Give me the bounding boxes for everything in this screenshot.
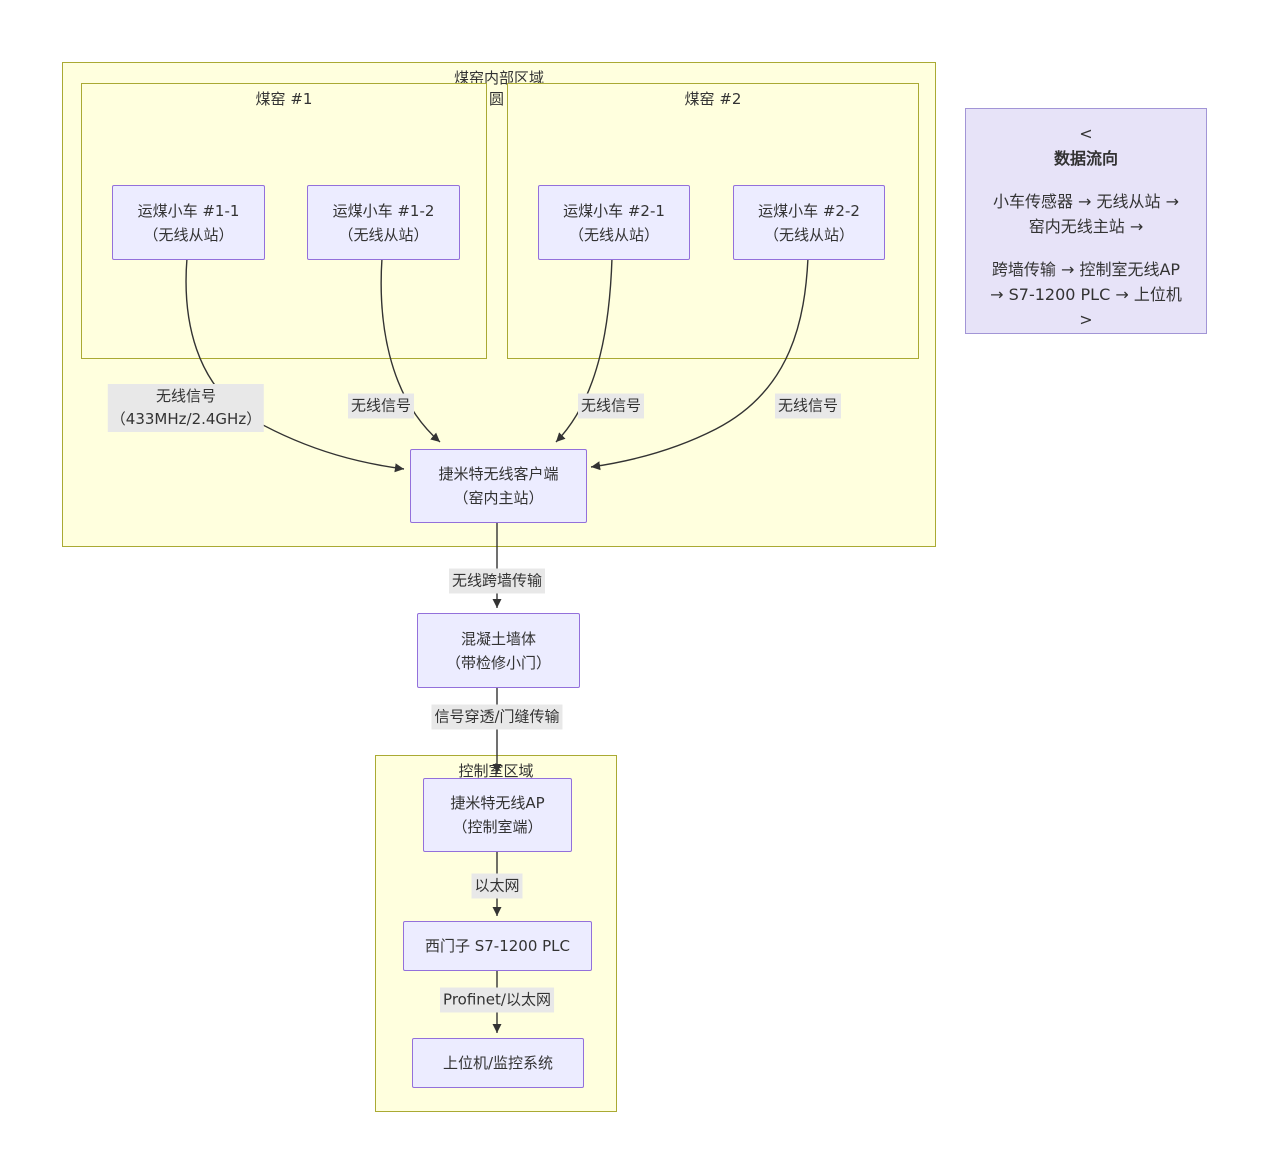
edge-cart12-to-client xyxy=(380,257,441,443)
note-line: 跨墙传输 → 控制室无线AP xyxy=(991,260,1181,279)
note-line: → S7-1200 PLC → 上位机 xyxy=(990,285,1182,304)
edge-label-wireless-433: 无线信号 （433MHz/2.4GHz） xyxy=(107,384,265,432)
edge-label-profinet: Profinet/以太网 xyxy=(440,987,554,1013)
node-s7-1200-plc: 西门子 S7-1200 PLC xyxy=(403,921,592,971)
region-kiln-interior-title: 煤窑内部区域 xyxy=(453,69,544,87)
note-close-bracket: > xyxy=(1079,310,1093,329)
edge-label-wireless-2: 无线信号 xyxy=(347,393,415,419)
region-kiln-1-title: 煤窑 #1 xyxy=(255,90,313,108)
note-line: 窑内无线主站 → xyxy=(1028,217,1144,236)
node-concrete-wall: 混凝土墙体 （带检修小门） xyxy=(417,613,580,688)
edge-label-penetration: 信号穿透/门缝传输 xyxy=(431,704,563,730)
note-open-bracket: < xyxy=(1079,124,1093,143)
edge-label-ethernet: 以太网 xyxy=(471,873,523,899)
node-wireless-ap: 捷米特无线AP （控制室端） xyxy=(423,778,572,852)
edge-cart22-to-client xyxy=(590,257,809,471)
clipped-label-fragment: 圆 xyxy=(489,90,505,108)
node-coal-cart-1-2: 运煤小车 #1-2 （无线从站） xyxy=(307,185,460,260)
node-coal-cart-2-2: 运煤小车 #2-2 （无线从站） xyxy=(733,185,885,260)
edge-label-wireless-3: 无线信号 xyxy=(577,393,645,419)
edge-cart21-to-client xyxy=(555,257,613,443)
node-wireless-client-master: 捷米特无线客户端 （窑内主站） xyxy=(410,449,587,523)
note-data-flow: < 数据流向 小车传感器 → 无线从站 → 窑内无线主站 → 跨墙传输 → 控制… xyxy=(965,108,1207,334)
edge-label-cross-wall: 无线跨墙传输 xyxy=(448,568,546,594)
node-coal-cart-2-1: 运煤小车 #2-1 （无线从站） xyxy=(538,185,690,260)
region-kiln-2-title: 煤窑 #2 xyxy=(684,90,742,108)
node-scada-host: 上位机/监控系统 xyxy=(412,1038,584,1088)
note-title: 数据流向 xyxy=(1053,149,1118,168)
edge-cart11-to-client xyxy=(185,257,405,473)
edge-label-wireless-4: 无线信号 xyxy=(774,393,842,419)
note-line: 小车传感器 → 无线从站 → xyxy=(992,192,1180,211)
node-coal-cart-1-1: 运煤小车 #1-1 （无线从站） xyxy=(112,185,265,260)
